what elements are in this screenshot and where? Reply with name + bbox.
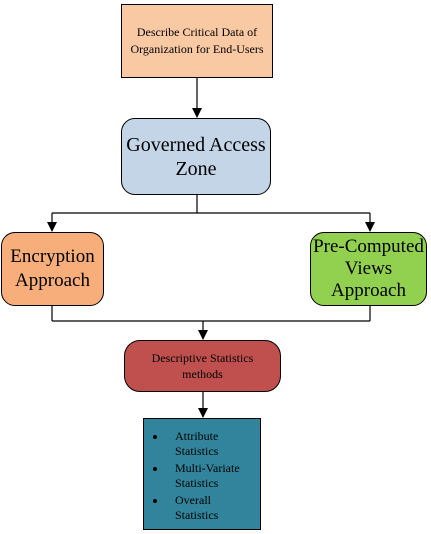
statistics-list-node: Attribute Statistics Multi-Variate Stati… (143, 418, 261, 530)
pre-computed-views-node: Pre-Computed Views Approach (310, 232, 427, 306)
statistics-item-overall: Overall Statistics (144, 493, 256, 523)
statistics-list: Attribute Statistics Multi-Variate Stati… (144, 429, 256, 523)
encryption-approach-label: Encryption Approach (10, 246, 95, 291)
describe-critical-data-label: Describe Critical Data of Organization f… (130, 25, 264, 56)
descriptive-statistics-label: Descriptive Statistics methods (151, 351, 254, 381)
describe-critical-data-node: Describe Critical Data of Organization f… (121, 4, 273, 78)
encryption-approach-node: Encryption Approach (1, 232, 104, 306)
descriptive-statistics-node: Descriptive Statistics methods (124, 340, 281, 392)
statistics-item-multi-variate: Multi-Variate Statistics (144, 461, 256, 491)
governed-access-zone-node: Governed Access Zone (121, 118, 271, 195)
statistics-item-attribute: Attribute Statistics (144, 429, 256, 459)
pre-computed-views-label: Pre-Computed Views Approach (313, 236, 424, 301)
governed-access-zone-label: Governed Access Zone (126, 133, 266, 180)
